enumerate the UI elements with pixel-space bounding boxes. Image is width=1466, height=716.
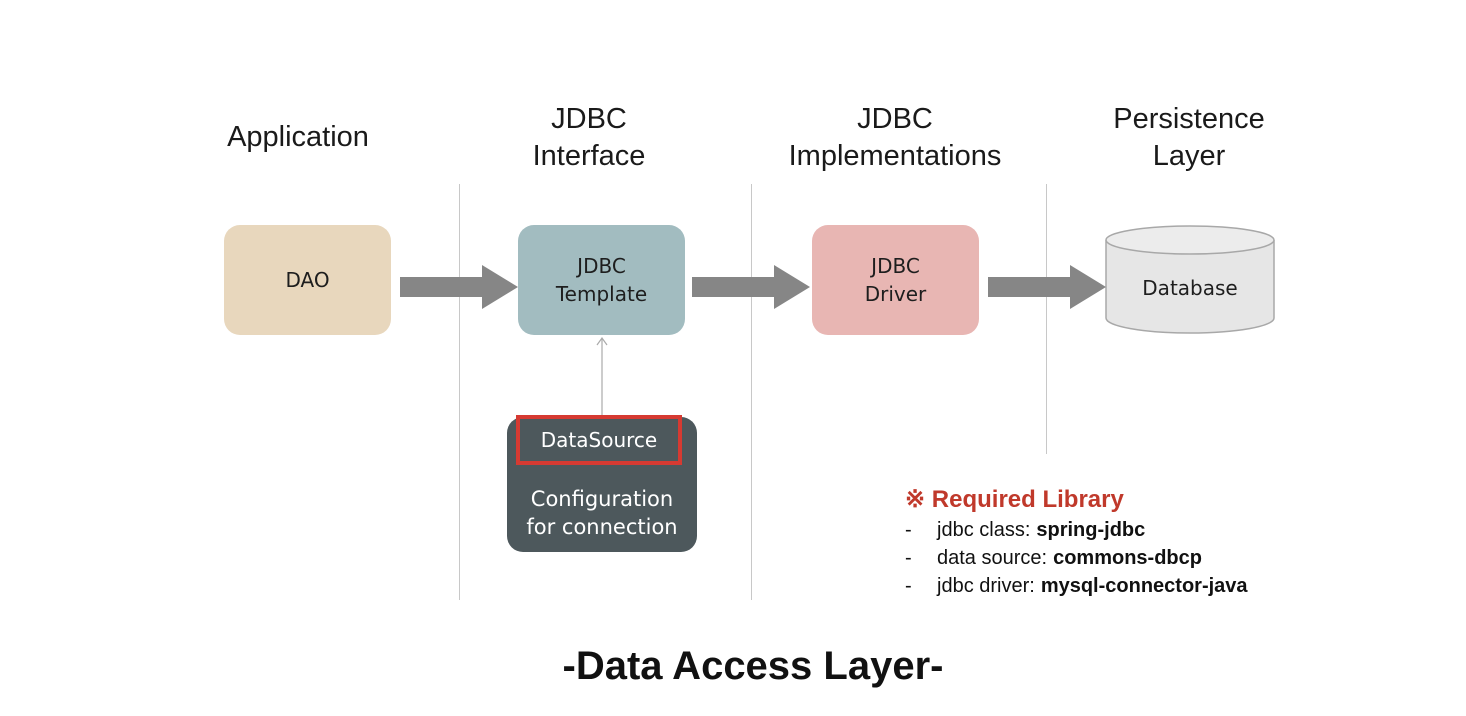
column-title-application: Application <box>168 119 428 156</box>
arrow-dao-to-template <box>400 265 518 309</box>
column-title-line: JDBC <box>857 103 933 135</box>
required-library-item: - jdbc driver: mysql-connector-java <box>905 572 1425 600</box>
column-title-line: Application <box>227 121 369 153</box>
required-library-item-value: commons-dbcp <box>1053 547 1202 569</box>
required-library-title: ※ Required Library <box>905 486 1124 513</box>
datasource-config: Configuration for connection <box>507 485 697 541</box>
datasource-highlight-box: DataSource <box>516 415 682 465</box>
column-title-line: Layer <box>1152 140 1226 172</box>
jdbc-template-node: JDBC Template <box>518 225 685 335</box>
column-title-jdbc-interface: JDBC Interface <box>459 101 719 175</box>
arrow-template-to-driver <box>692 265 810 309</box>
arrow-driver-to-database <box>988 265 1106 309</box>
column-divider <box>751 184 752 600</box>
column-title-line: Persistence <box>1113 103 1265 135</box>
required-library-item-label: jdbc driver: <box>937 575 1035 597</box>
jdbc-template-label: JDBC <box>577 254 626 278</box>
column-title-line: Implementations <box>788 140 1002 172</box>
required-library-item-label: jdbc class: <box>937 519 1031 541</box>
column-divider <box>459 184 460 600</box>
jdbc-driver-label: JDBC <box>871 254 920 278</box>
database-label-text: Database <box>1142 276 1238 300</box>
datasource-node <box>507 417 697 552</box>
list-dash: - <box>905 547 912 569</box>
required-library-item: - data source: commons-dbcp <box>905 544 1425 572</box>
jdbc-template-label: Template <box>555 282 648 306</box>
datasource-config-line: for connection <box>526 515 678 539</box>
jdbc-driver-label: Driver <box>864 282 927 306</box>
datasource-label: DataSource <box>540 428 658 452</box>
database-label: Database <box>1106 252 1274 324</box>
column-divider <box>1046 184 1047 454</box>
column-title-line: Interface <box>532 140 646 172</box>
dao-node: DAO <box>224 225 391 335</box>
required-library-item-label: data source: <box>937 547 1048 569</box>
datasource-config-line: Configuration <box>530 487 674 511</box>
required-library-item-value: spring-jdbc <box>1036 519 1146 541</box>
required-library-item-value: mysql-connector-java <box>1040 575 1248 597</box>
footer-title: -Data Access Layer- <box>562 644 944 688</box>
dao-label: DAO <box>285 268 330 292</box>
list-dash: - <box>905 575 912 597</box>
database-cylinder-icon <box>1105 225 1275 334</box>
column-title-jdbc-implementations: JDBC Implementations <box>765 101 1025 175</box>
list-dash: - <box>905 519 912 541</box>
required-library: ※ Required Library - jdbc class: spring-… <box>905 484 1425 600</box>
column-title-line: JDBC <box>551 103 627 135</box>
column-title-persistence-layer: Persistence Layer <box>1059 101 1319 175</box>
jdbc-driver-node: JDBC Driver <box>812 225 979 335</box>
arrow-datasource-to-template <box>596 336 608 416</box>
required-library-item: - jdbc class: spring-jdbc <box>905 516 1425 544</box>
